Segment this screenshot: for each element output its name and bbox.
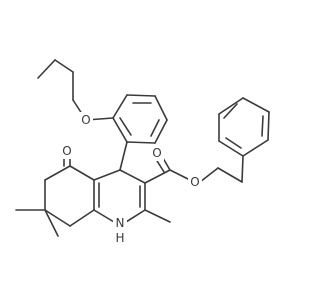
ester-carbonyl-oxygen-label: O	[152, 146, 161, 160]
ester-oxygen-label: O	[190, 175, 199, 189]
amine-hydrogen-label: H	[115, 231, 124, 245]
structure-diagram: O O O O N H	[15, 59, 270, 245]
bond-lines	[15, 59, 270, 237]
amine-nitrogen-label: N	[116, 216, 125, 230]
atom-labels: O O O O N H	[60, 112, 202, 245]
ether-oxygen-label: O	[81, 113, 90, 127]
ketone-oxygen-label: O	[62, 144, 71, 158]
molecule-drawing: O O O O N H	[15, 59, 270, 245]
